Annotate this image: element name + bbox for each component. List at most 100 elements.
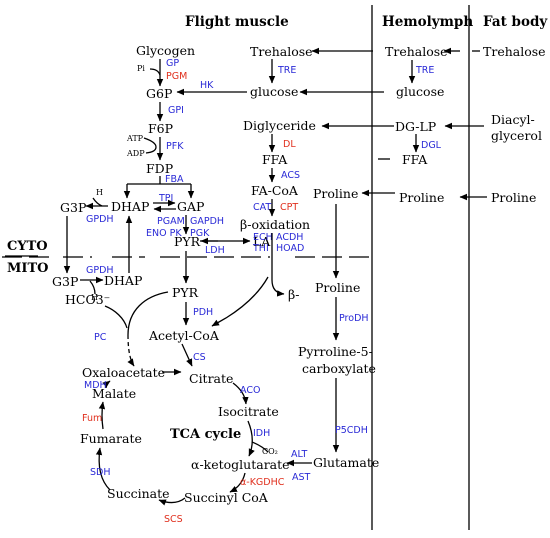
enzyme-cat: CAT bbox=[253, 202, 271, 213]
metabolite-fa-coa: FA-CoA bbox=[251, 183, 299, 198]
metabolite-glucose-muscle: glucose bbox=[250, 84, 298, 99]
metabolite-atp: ATP bbox=[126, 134, 144, 143]
header-fat-body: Fat body bbox=[483, 14, 548, 30]
enzyme-thi: THI bbox=[252, 243, 269, 254]
enzyme-cpt: CPT bbox=[280, 202, 298, 213]
metabolite-hco3: HCO3⁻ bbox=[65, 292, 110, 307]
arrow-acetylcoa-citrate bbox=[181, 343, 193, 367]
glycolysis-pathway: Glycogen Pi GP PGM G6P HK GPI F6P ATP AD… bbox=[60, 43, 271, 256]
enzyme-pgam: PGAM bbox=[157, 216, 185, 227]
arrow-akg-succinylcoa bbox=[229, 472, 246, 493]
hco3-curve bbox=[104, 305, 128, 329]
metabolite-glycogen: Glycogen bbox=[136, 43, 195, 58]
metabolite-proline-fatbody: Proline bbox=[491, 190, 536, 205]
enzyme-eno-pk: ENO PK bbox=[146, 228, 182, 239]
arrow-fumarate-malate bbox=[98, 401, 106, 430]
metabolite-akg: α-ketoglutarate bbox=[191, 457, 290, 472]
enzyme-gpdh-cyto: GPDH bbox=[86, 214, 114, 225]
arrow-isocitrate-akg bbox=[247, 420, 255, 457]
metabolite-beta-short: β- bbox=[288, 287, 299, 302]
metabolite-diglyceride: Diglyceride bbox=[243, 118, 316, 133]
pc-curve bbox=[127, 291, 169, 336]
arrow-citrate-isocitrate bbox=[232, 382, 249, 405]
h-curve-cyto bbox=[92, 197, 103, 207]
metabolite-f6p: F6P bbox=[148, 121, 173, 136]
metabolite-beta-oxidation: β-oxidation bbox=[240, 217, 310, 232]
metabolite-dg-lp: DG-LP bbox=[395, 119, 436, 134]
enzyme-tre-hemolymph: TRE bbox=[415, 65, 434, 76]
enzyme-scs: SCS bbox=[164, 514, 183, 525]
metabolite-trehalose-muscle: Trehalose bbox=[250, 44, 313, 59]
enzyme-alt: ALT bbox=[291, 449, 307, 460]
enzyme-dl: DL bbox=[283, 139, 296, 150]
enzyme-pgk: PGK bbox=[190, 228, 210, 239]
metabolite-succinyl-coa: Succinyl CoA bbox=[184, 490, 269, 505]
arrow-succinylcoa-succinate bbox=[158, 497, 186, 506]
metabolite-h-cyto: H bbox=[96, 188, 103, 197]
enzyme-prodh: ProDH bbox=[339, 313, 369, 324]
metabolite-gap: GAP bbox=[177, 199, 204, 214]
arrow-betaox-acetylcoa bbox=[211, 276, 269, 327]
metabolite-ffa-muscle: FFA bbox=[262, 152, 288, 167]
header-hemolymph: Hemolymph bbox=[382, 14, 473, 30]
arrow-malate-oxaloacetate bbox=[102, 380, 111, 389]
enzyme-sdh: SDH bbox=[90, 467, 111, 478]
metabolite-proline-muscle: Proline bbox=[313, 186, 358, 201]
enzyme-akgdhc: α-KGDHC bbox=[240, 477, 285, 488]
proline-pathway: Proline Proline Proline Proline ProDH Py… bbox=[286, 186, 536, 483]
enzyme-cs: CS bbox=[193, 352, 206, 363]
metabolite-malate: Malate bbox=[92, 386, 136, 401]
metabolite-trehalose-fatbody: Trehalose bbox=[483, 44, 546, 59]
metabolite-citrate: Citrate bbox=[189, 371, 233, 386]
enzyme-gapdh: GAPDH bbox=[190, 216, 224, 227]
header-flight-muscle: Flight muscle bbox=[185, 14, 289, 30]
enzyme-tre-muscle: TRE bbox=[277, 65, 296, 76]
enzyme-tpi: TPI bbox=[158, 193, 173, 204]
metabolite-diacylglycerol-line1: Diacyl- bbox=[491, 112, 535, 127]
pi-curve bbox=[149, 68, 161, 76]
metabolite-oxaloacetate: Oxaloacetate bbox=[82, 365, 165, 380]
atp-adp-curve bbox=[143, 137, 157, 154]
enzyme-ech: ECH bbox=[253, 232, 273, 243]
metabolite-p5c-line2: carboxylate bbox=[302, 361, 376, 376]
enzyme-pc: PC bbox=[94, 332, 107, 343]
label-cyto: CYTO bbox=[7, 239, 48, 254]
enzyme-hoad: HOAD bbox=[276, 243, 304, 254]
trehalose-pathway: Trehalose TRE glucose Trehalose TRE gluc… bbox=[250, 44, 546, 99]
metabolite-pi: Pi bbox=[137, 64, 145, 73]
pyruvate-mito: PYR HCO3⁻ PC PDH Acetyl-CoA bbox=[65, 251, 220, 367]
metabolite-glucose-hemolymph: glucose bbox=[396, 84, 444, 99]
enzyme-acdh: ACDH bbox=[276, 232, 303, 243]
arrow-betaox-mito bbox=[271, 233, 285, 297]
arrow-pc-oxaloacetate bbox=[127, 334, 135, 367]
g3p-shuttle: G3P GPDH DHAP H bbox=[52, 215, 142, 302]
metabolite-diacylglycerol-line2: glycerol bbox=[491, 128, 542, 143]
enzyme-pfk: PFK bbox=[166, 141, 184, 152]
enzyme-mdh: MDH bbox=[84, 380, 107, 391]
metabolite-proline-hemolymph: Proline bbox=[399, 190, 444, 205]
metabolite-dhap: DHAP bbox=[111, 199, 149, 214]
metabolite-p5c-line1: Pyrroline-5- bbox=[298, 344, 373, 359]
enzyme-dgl: DGL bbox=[421, 140, 442, 151]
h-curve-mito bbox=[89, 280, 96, 295]
enzyme-ast: AST bbox=[292, 472, 311, 483]
metabolite-trehalose-hemolymph: Trehalose bbox=[385, 44, 448, 59]
enzyme-acs: ACS bbox=[281, 170, 300, 181]
metabolite-proline-mito: Proline bbox=[315, 280, 360, 295]
metabolite-g6p: G6P bbox=[146, 86, 172, 101]
enzyme-gpdh-mito: GPDH bbox=[86, 265, 114, 276]
metabolite-isocitrate: Isocitrate bbox=[218, 404, 279, 419]
metabolite-glutamate: Glutamate bbox=[313, 455, 379, 470]
metabolite-acetyl-coa: Acetyl-CoA bbox=[148, 328, 220, 343]
enzyme-pdh: PDH bbox=[193, 307, 213, 318]
metabolite-fdp: FDP bbox=[146, 161, 173, 176]
metabolite-fumarate: Fumarate bbox=[80, 431, 142, 446]
metabolite-la: LA bbox=[253, 234, 271, 249]
enzyme-p5cdh: P5CDH bbox=[335, 425, 368, 436]
metabolite-dhap-mito: DHAP bbox=[104, 273, 142, 288]
enzyme-fba: FBA bbox=[165, 174, 184, 185]
metabolite-pyr-cyto: PYR bbox=[174, 234, 201, 249]
co2-curve-idh bbox=[251, 441, 269, 453]
metabolite-ffa-hemolymph: FFA bbox=[402, 152, 428, 167]
